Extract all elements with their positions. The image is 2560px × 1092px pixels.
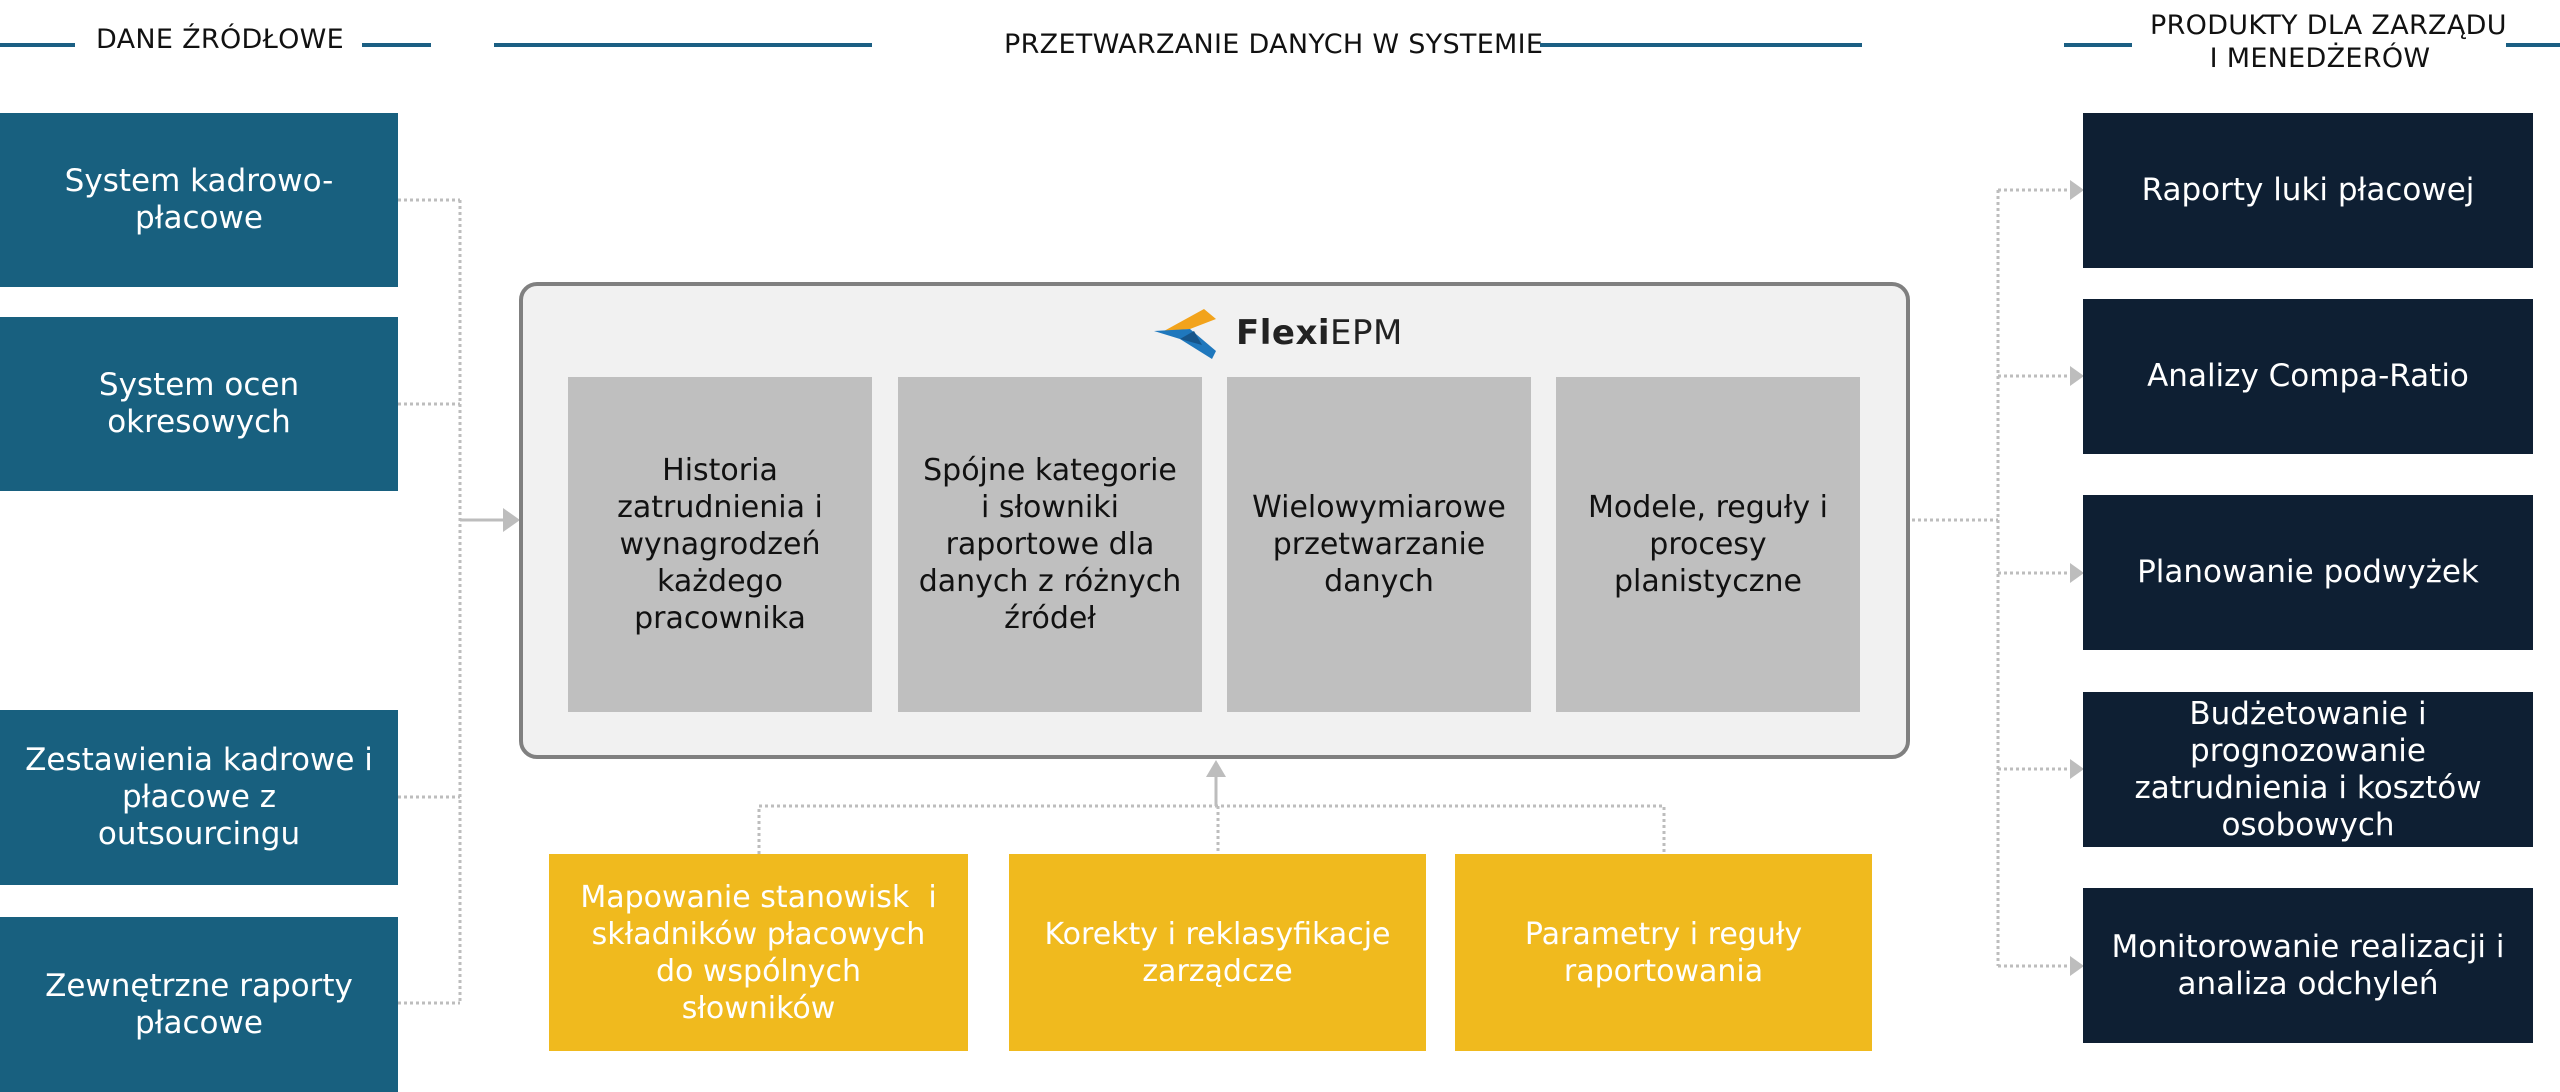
product-box-raise-planning: Planowanie podwyżek — [2083, 495, 2533, 650]
header-line-products-right — [2506, 43, 2560, 47]
module-label-line: Historia — [662, 453, 778, 488]
arrow-product-3 — [2070, 563, 2084, 583]
module-label-line: Wielowymiarowe — [1252, 490, 1506, 525]
source-label-line: Zewnętrzne raporty — [45, 967, 353, 1004]
product-box-budgeting-forecasting: Budżetowanie i prognozowanie zatrudnieni… — [2083, 692, 2533, 847]
module-label-line: procesy — [1649, 527, 1767, 562]
arrow-product-2 — [2070, 366, 2084, 386]
input-box-mapping: Mapowanie stanowisk i składników płacowy… — [549, 854, 968, 1051]
source-box-outsourcing-reports: Zestawienia kadrowe i płacowe z outsourc… — [0, 710, 398, 885]
input-box-corrections: Korekty i reklasyfikacje zarządcze — [1009, 854, 1426, 1051]
module-label-line: i słowniki — [981, 490, 1119, 525]
product-label-line: Planowanie podwyżek — [2137, 554, 2479, 590]
product-box-compa-ratio: Analizy Compa-Ratio — [2083, 299, 2533, 454]
module-label-line: Modele, reguły i — [1588, 490, 1828, 525]
source-label-line: Zestawienia kadrowe i — [25, 742, 373, 778]
source-label-line: outsourcingu — [97, 816, 301, 852]
arrow-product-4 — [2070, 759, 2084, 779]
header-sources: DANE ŹRÓDŁOWE — [96, 24, 345, 55]
module-label-line: Spójne kategorie — [923, 453, 1177, 488]
header-line-sources-left — [0, 43, 75, 47]
source-box-hr-payroll-system: System kadrowo- płacowe — [0, 113, 398, 287]
product-label-line: prognozowanie — [2190, 732, 2426, 769]
arrow-up-into-main — [1206, 760, 1226, 777]
input-label-line: zarządcze — [1142, 953, 1293, 989]
module-label-line: danych z różnych — [918, 564, 1182, 599]
module-label-line: raportowe dla — [945, 527, 1155, 562]
module-box-employment-history: Historia zatrudnienia i wynagrodzeń każd… — [568, 377, 872, 712]
product-label-line: Monitorowanie realizacji i — [2111, 928, 2505, 965]
arrow-into-main — [503, 508, 520, 532]
source-label-line: płacowe — [135, 200, 263, 236]
arrow-product-5 — [2070, 956, 2084, 976]
input-label-line: Parametry i reguły — [1524, 916, 1803, 952]
header-products: PRODUKTY DLA ZARZĄDU I MENEDŻERÓW — [2150, 9, 2507, 75]
header-line-processing-right — [1540, 43, 1862, 47]
connector-inputs-trunk — [757, 804, 1666, 854]
source-label-line: okresowych — [107, 404, 291, 440]
flexiepm-logo-icon — [1154, 309, 1216, 359]
module-label-line: planistyczne — [1614, 564, 1802, 599]
product-label-line: Budżetowanie i — [2189, 695, 2427, 732]
header-line-processing-left — [494, 43, 872, 47]
input-label-line: składników płacowych — [591, 916, 926, 952]
product-label-line: analiza odchyleń — [2177, 965, 2439, 1002]
product-box-pay-gap-reports: Raporty luki płacowej — [2083, 113, 2533, 268]
product-box-monitoring-variance: Monitorowanie realizacji i analiza odchy… — [2083, 888, 2533, 1043]
product-label-line: zatrudnienia i kosztów — [2134, 769, 2482, 806]
logo-text-bold: Flexi — [1236, 313, 1331, 353]
header-products-line1: PRODUKTY DLA ZARZĄDU — [2150, 10, 2507, 41]
flexiepm-wordmark: FlexiEPM — [1236, 313, 1403, 353]
input-label-line: Mapowanie stanowisk i — [580, 879, 937, 915]
input-label-line: Korekty i reklasyfikacje — [1044, 916, 1391, 952]
header-line-products-left — [2064, 43, 2132, 47]
module-box-consistent-categories: Spójne kategorie i słowniki raportowe dl… — [898, 377, 1202, 712]
source-label-line: płacowe — [135, 1004, 263, 1041]
input-label-line: raportowania — [1563, 953, 1764, 989]
source-box-appraisal-system: System ocen okresowych — [0, 317, 398, 491]
module-label-line: źródeł — [1004, 601, 1096, 636]
header-line-sources-right — [362, 43, 431, 47]
product-label-line: Analizy Compa-Ratio — [2147, 358, 2469, 394]
source-label-line: System ocen — [98, 367, 300, 403]
header-processing: PRZETWARZANIE DANYCH W SYSTEMIE — [1004, 29, 1544, 60]
source-label-line: System kadrowo- — [64, 163, 334, 199]
module-box-multidimensional-processing: Wielowymiarowe przetwarzanie danych — [1227, 377, 1531, 712]
module-label-line: każdego — [657, 564, 783, 599]
module-label-line: danych — [1324, 564, 1434, 599]
logo-text-regular: EPM — [1330, 313, 1403, 353]
module-label-line: przetwarzanie — [1272, 527, 1486, 562]
product-label-line: osobowych — [2221, 806, 2395, 843]
arrow-product-1 — [2070, 180, 2084, 200]
module-label-line: zatrudnienia i — [617, 490, 823, 525]
product-label-line: Raporty luki płacowej — [2141, 172, 2475, 208]
source-label-line: płacowe z — [121, 779, 277, 815]
input-label-line: do wspólnych — [655, 953, 862, 989]
source-box-external-pay-reports: Zewnętrzne raporty płacowe — [0, 917, 398, 1092]
flexiepm-logo: FlexiEPM — [1150, 303, 1403, 363]
input-label-line: słowników — [681, 990, 836, 1026]
input-box-reporting-parameters: Parametry i reguły raportowania — [1455, 854, 1872, 1051]
module-box-planning-models: Modele, reguły i procesy planistyczne — [1556, 377, 1860, 712]
module-label-line: wynagrodzeń — [619, 527, 821, 562]
header-products-line2: I MENEDŻERÓW — [2209, 43, 2431, 74]
module-label-line: pracownika — [634, 601, 806, 636]
